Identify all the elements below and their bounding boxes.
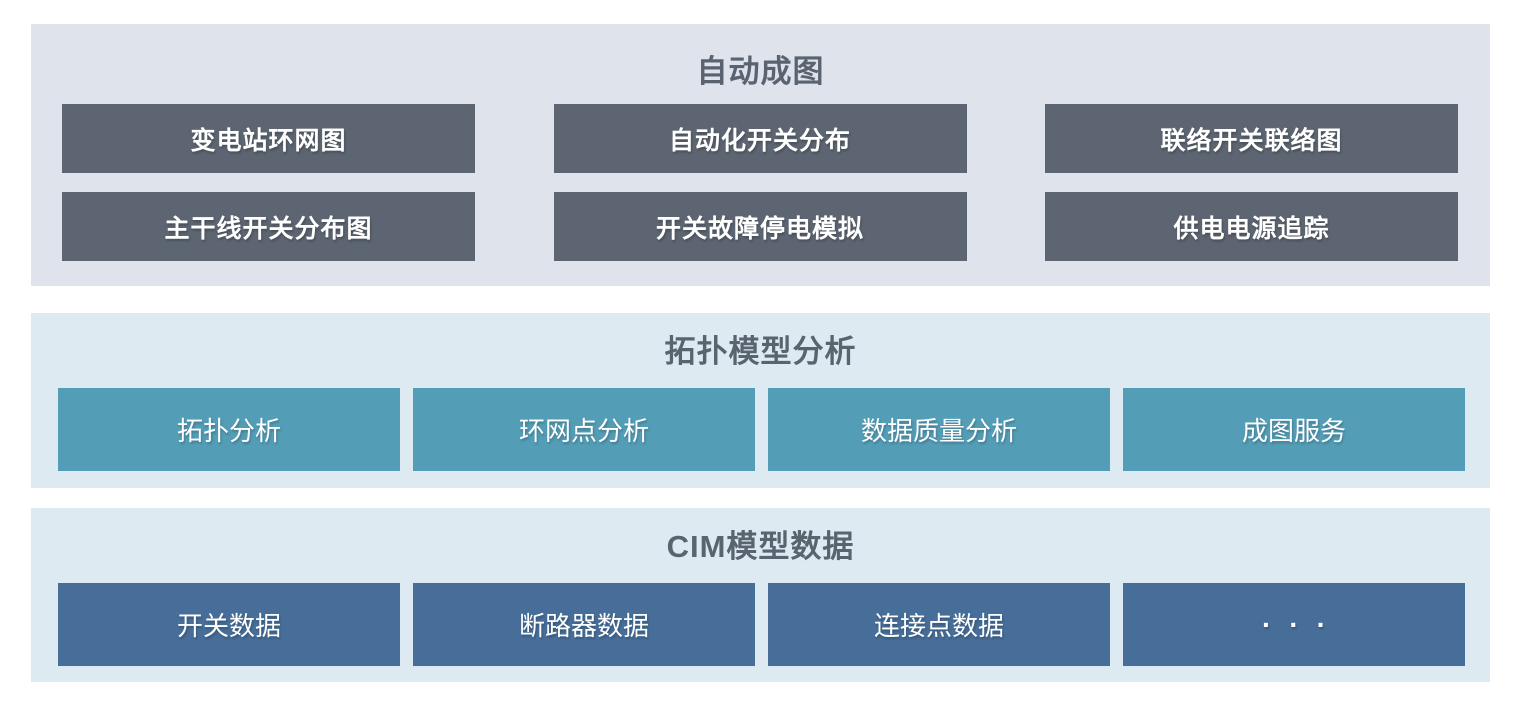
cim-model-data-row: 开关数据 断路器数据 连接点数据 ··· (58, 583, 1465, 666)
section-title-cim-model-data: CIM模型数据 (666, 529, 855, 564)
section-title-auto-drawing: 自动成图 (696, 54, 825, 89)
module-data-quality-analysis: 数据质量分析 (768, 388, 1110, 471)
module-tie-switch-diagram: 联络开关联络图 (1045, 104, 1458, 173)
module-automated-switch-distribution: 自动化开关分布 (553, 104, 967, 173)
module-power-source-tracing: 供电电源追踪 (1045, 192, 1458, 261)
section-topology-analysis: 拓扑模型分析 拓扑分析 环网点分析 数据质量分析 成图服务 (31, 313, 1490, 488)
module-topology-analysis: 拓扑分析 (58, 388, 400, 471)
auto-drawing-row-2: 主干线开关分布图 开关故障停电模拟 供电电源追踪 (62, 192, 1458, 261)
module-switch-fault-outage-simulation: 开关故障停电模拟 (553, 192, 967, 261)
module-ring-point-analysis: 环网点分析 (413, 388, 755, 471)
module-connection-point-data: 连接点数据 (768, 583, 1110, 666)
module-switch-data: 开关数据 (58, 583, 400, 666)
module-breaker-data: 断路器数据 (413, 583, 755, 666)
section-auto-drawing: 自动成图 变电站环网图 自动化开关分布 联络开关联络图 主干线开关分布图 开关故… (31, 24, 1490, 286)
topology-analysis-row: 拓扑分析 环网点分析 数据质量分析 成图服务 (58, 388, 1465, 471)
auto-drawing-row-1: 变电站环网图 自动化开关分布 联络开关联络图 (62, 104, 1458, 173)
module-substation-ring-diagram: 变电站环网图 (62, 104, 475, 173)
section-title-topology-analysis: 拓扑模型分析 (664, 334, 857, 369)
module-diagram-service: 成图服务 (1123, 388, 1465, 471)
module-trunk-switch-distribution-diagram: 主干线开关分布图 (62, 192, 475, 261)
module-more-ellipsis: ··· (1123, 583, 1465, 666)
section-cim-model-data: CIM模型数据 开关数据 断路器数据 连接点数据 ··· (31, 508, 1490, 682)
